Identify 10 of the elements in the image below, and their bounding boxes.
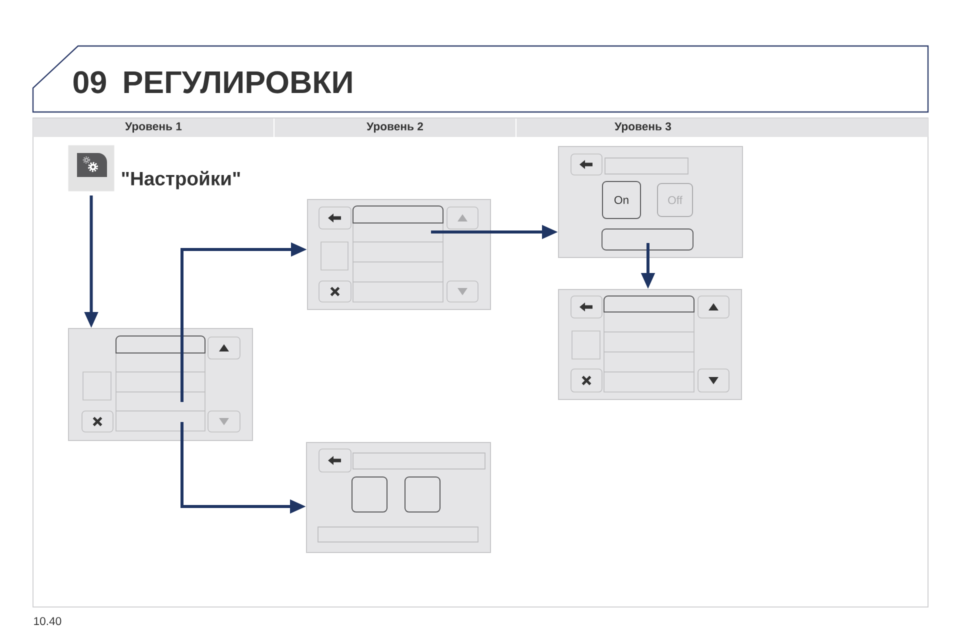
chapter-number: 09 (74, 71, 106, 94)
screen-panel (306, 442, 491, 553)
page-number: 10.40 (34, 617, 62, 626)
toggle-button: On (602, 181, 641, 219)
column-header: Уровень 3 (516, 118, 928, 137)
toggle-button: Off (657, 183, 693, 217)
column-header: Уровень 2 (274, 118, 516, 137)
page-title: РЕГУЛИРОВКИ (124, 71, 352, 94)
button-caption: "Настройки" (122, 170, 240, 190)
column-header: Уровень 1 (33, 118, 274, 137)
